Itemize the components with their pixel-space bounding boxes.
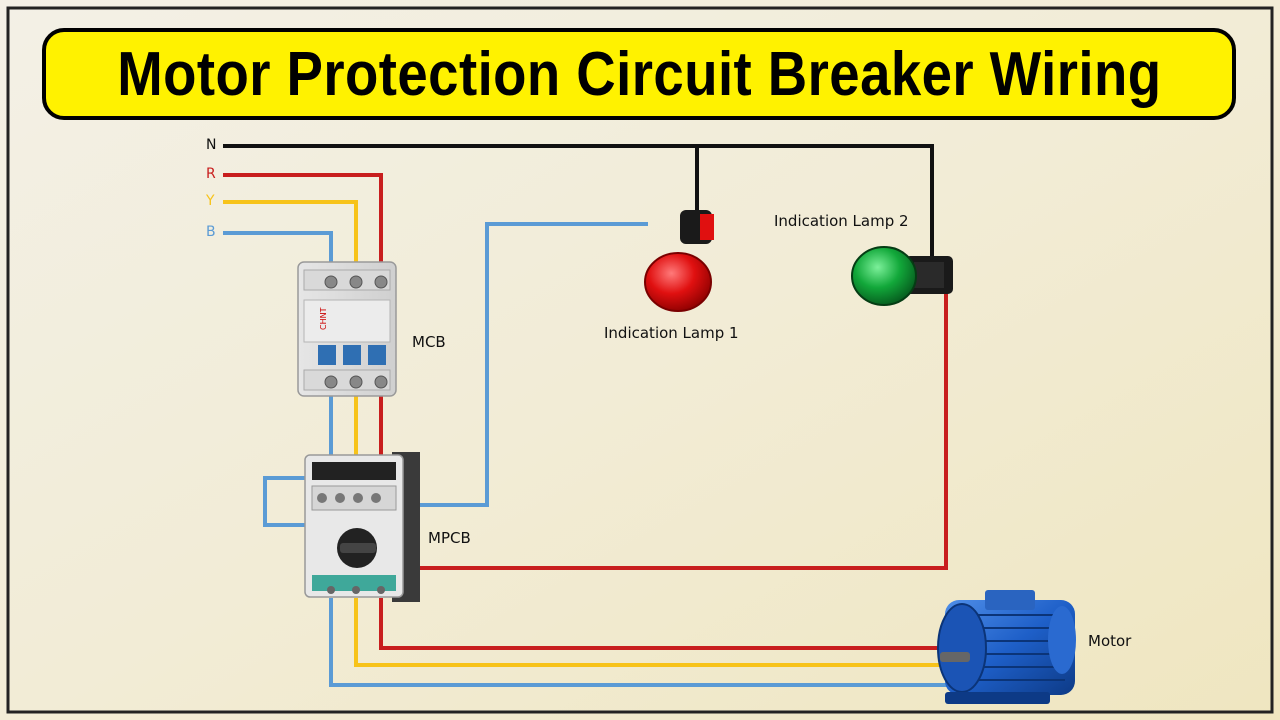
lamp1-label: Indication Lamp 1 bbox=[604, 324, 739, 342]
outer-frame bbox=[6, 6, 1274, 714]
wire-y-supply bbox=[223, 200, 358, 272]
mpcb-breaker bbox=[304, 452, 420, 602]
mcb-breaker: CHNT bbox=[297, 261, 397, 397]
indication-lamp-1 bbox=[644, 210, 714, 312]
wire-r-supply bbox=[223, 173, 383, 272]
title-banner: Motor Protection Circuit Breaker Wiring bbox=[42, 28, 1236, 120]
wire-b-motor bbox=[329, 598, 950, 687]
wire-r-motor bbox=[379, 598, 942, 650]
motor bbox=[937, 590, 1076, 704]
wire-y-motor bbox=[354, 598, 942, 667]
mcb-brand-logo: CHNT bbox=[319, 307, 328, 330]
page-title: Motor Protection Circuit Breaker Wiring bbox=[116, 39, 1162, 109]
wire-b-supply bbox=[223, 231, 333, 272]
wire-n-main bbox=[223, 144, 934, 262]
wire-b-lamp1 bbox=[378, 222, 648, 507]
phase-label-n: N bbox=[206, 137, 217, 153]
indication-lamp-2 bbox=[851, 246, 953, 306]
mcb-label: MCB bbox=[412, 333, 446, 351]
motor-label: Motor bbox=[1088, 632, 1132, 650]
lamp2-label: Indication Lamp 2 bbox=[774, 212, 909, 230]
phase-label-b: B bbox=[206, 224, 216, 240]
mpcb-label: MPCB bbox=[428, 529, 471, 547]
phase-label-y: Y bbox=[206, 193, 215, 209]
phase-label-r: R bbox=[206, 166, 216, 182]
